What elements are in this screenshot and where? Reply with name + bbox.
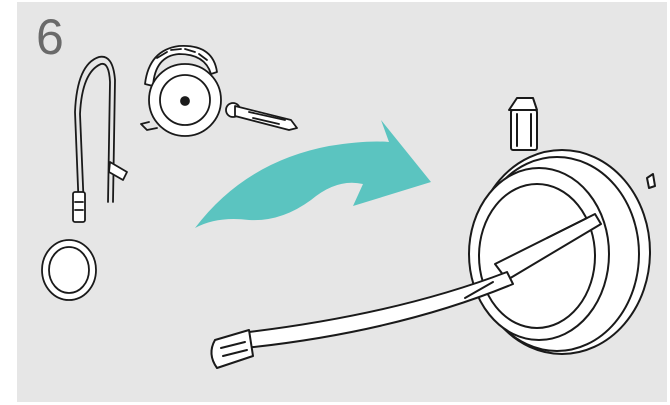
curved-arrow-icon xyxy=(195,120,431,228)
illustration xyxy=(17,2,667,402)
headset-with-boom-mic-icon xyxy=(211,98,655,368)
earhook-module-icon xyxy=(141,46,297,136)
instruction-panel: 6 xyxy=(17,2,667,402)
headband-headset-icon xyxy=(42,57,127,300)
step-number: 6 xyxy=(36,12,64,62)
